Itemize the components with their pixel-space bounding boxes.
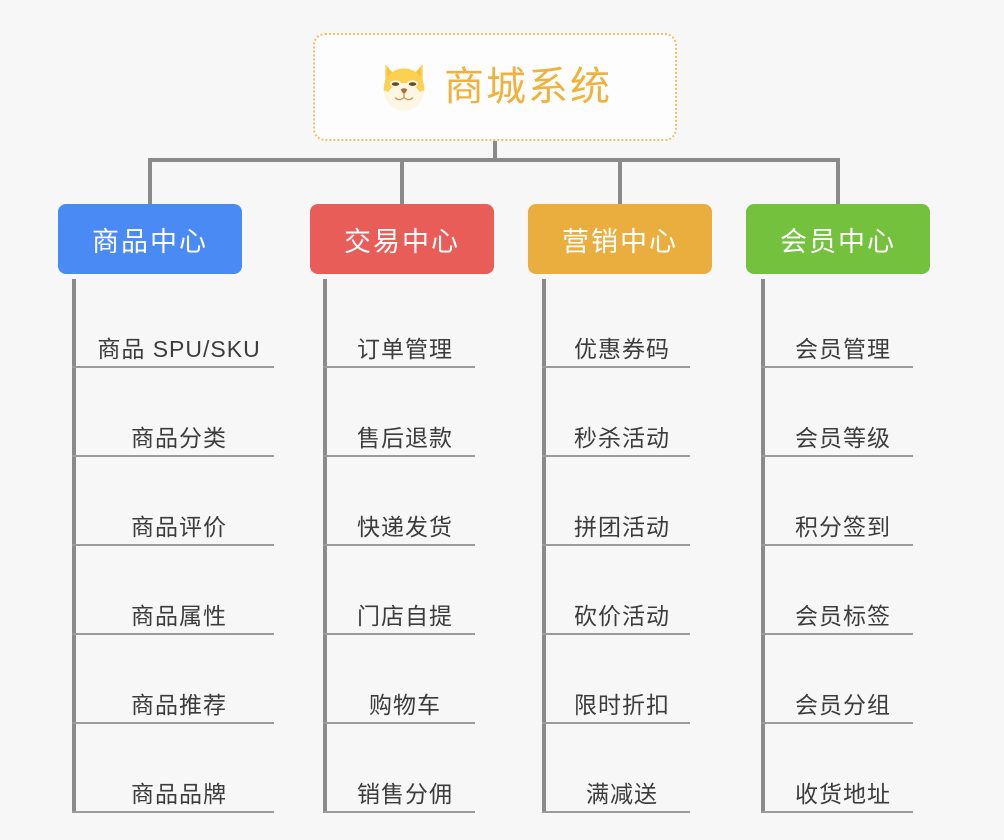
category-label-product-center: 商品中心 [92, 226, 208, 257]
connector-drop-marketing-center [618, 158, 622, 206]
sub-item-label: 商品评价 [131, 513, 227, 540]
root-title: 商城系统 [444, 65, 612, 109]
column-marketing-center: 优惠券码 秒杀活动 拼团活动 砍价活动 限时折扣 满减送 [542, 279, 690, 813]
category-box-marketing-center[interactable]: 营销中心 [528, 204, 712, 274]
connector-drop-product-center [148, 158, 152, 206]
sub-item-label: 砍价活动 [574, 602, 670, 629]
sub-item-商品属性[interactable]: 商品属性 [72, 546, 274, 635]
sub-item-label: 积分签到 [795, 513, 891, 540]
category-box-product-center[interactable]: 商品中心 [58, 204, 242, 274]
sub-item-label: 限时折扣 [574, 691, 670, 718]
connector-bus-bar [148, 158, 840, 162]
category-label-member-center: 会员中心 [780, 226, 896, 257]
sub-item-优惠券码[interactable]: 优惠券码 [542, 279, 690, 368]
sub-item-销售分佣[interactable]: 销售分佣 [323, 724, 475, 813]
sub-item-快递发货[interactable]: 快递发货 [323, 457, 475, 546]
sub-item-满减送[interactable]: 满减送 [542, 724, 690, 813]
sub-item-会员分组[interactable]: 会员分组 [761, 635, 913, 724]
sub-item-商品品牌[interactable]: 商品品牌 [72, 724, 274, 813]
sub-item-label: 快递发货 [357, 513, 453, 540]
sub-item-商品评价[interactable]: 商品评价 [72, 457, 274, 546]
column-spine-trade-center [323, 279, 327, 813]
column-member-center: 会员管理 会员等级 积分签到 会员标签 会员分组 收货地址 [761, 279, 913, 813]
sub-item-label: 订单管理 [357, 335, 453, 362]
sub-item-label: 优惠券码 [574, 335, 670, 362]
sub-item-商品-spu-sku[interactable]: 商品 SPU/SKU [72, 279, 274, 368]
sub-item-拼团活动[interactable]: 拼团活动 [542, 457, 690, 546]
sub-item-label: 会员分组 [795, 691, 891, 718]
sub-item-收货地址[interactable]: 收货地址 [761, 724, 913, 813]
sub-item-订单管理[interactable]: 订单管理 [323, 279, 475, 368]
column-trade-center: 订单管理 售后退款 快递发货 门店自提 购物车 销售分佣 [323, 279, 475, 813]
sub-item-售后退款[interactable]: 售后退款 [323, 368, 475, 457]
sub-item-label: 会员管理 [795, 335, 891, 362]
sub-item-label: 拼团活动 [574, 513, 670, 540]
sub-item-label: 售后退款 [357, 424, 453, 451]
sub-item-会员标签[interactable]: 会员标签 [761, 546, 913, 635]
sub-item-会员管理[interactable]: 会员管理 [761, 279, 913, 368]
sub-item-限时折扣[interactable]: 限时折扣 [542, 635, 690, 724]
sub-item-砍价活动[interactable]: 砍价活动 [542, 546, 690, 635]
column-spine-product-center [72, 279, 76, 813]
sub-item-label: 商品推荐 [131, 691, 227, 718]
sub-item-label: 商品分类 [131, 424, 227, 451]
sub-item-秒杀活动[interactable]: 秒杀活动 [542, 368, 690, 457]
connector-drop-trade-center [400, 158, 404, 206]
sub-item-积分签到[interactable]: 积分签到 [761, 457, 913, 546]
root-node-商城系统[interactable]: 商城系统 [313, 33, 677, 141]
category-box-trade-center[interactable]: 交易中心 [310, 204, 494, 274]
sub-item-门店自提[interactable]: 门店自提 [323, 546, 475, 635]
sub-item-label: 商品品牌 [131, 780, 227, 807]
sub-item-商品推荐[interactable]: 商品推荐 [72, 635, 274, 724]
sub-item-label: 门店自提 [357, 602, 453, 629]
column-spine-member-center [761, 279, 765, 813]
sub-item-label: 秒杀活动 [574, 424, 670, 451]
sub-item-会员等级[interactable]: 会员等级 [761, 368, 913, 457]
sub-item-label: 会员等级 [795, 424, 891, 451]
category-label-trade-center: 交易中心 [344, 226, 460, 257]
shiba-dog-icon [383, 64, 425, 111]
connector-root-stem [493, 141, 497, 162]
category-box-member-center[interactable]: 会员中心 [746, 204, 930, 274]
connector-drop-member-center [836, 158, 840, 206]
sub-item-label: 会员标签 [795, 602, 891, 629]
sub-item-商品分类[interactable]: 商品分类 [72, 368, 274, 457]
sub-item-label: 购物车 [369, 691, 441, 718]
column-spine-marketing-center [542, 279, 546, 813]
sub-item-label: 满减送 [586, 780, 658, 807]
column-product-center: 商品 SPU/SKU 商品分类 商品评价 商品属性 商品推荐 商品品牌 [72, 279, 274, 813]
sub-item-label: 商品 SPU/SKU [97, 335, 261, 362]
sub-item-label: 收货地址 [795, 780, 891, 807]
sub-item-label: 商品属性 [131, 602, 227, 629]
sub-item-购物车[interactable]: 购物车 [323, 635, 475, 724]
sub-item-label: 销售分佣 [357, 780, 453, 807]
category-label-marketing-center: 营销中心 [562, 226, 678, 257]
